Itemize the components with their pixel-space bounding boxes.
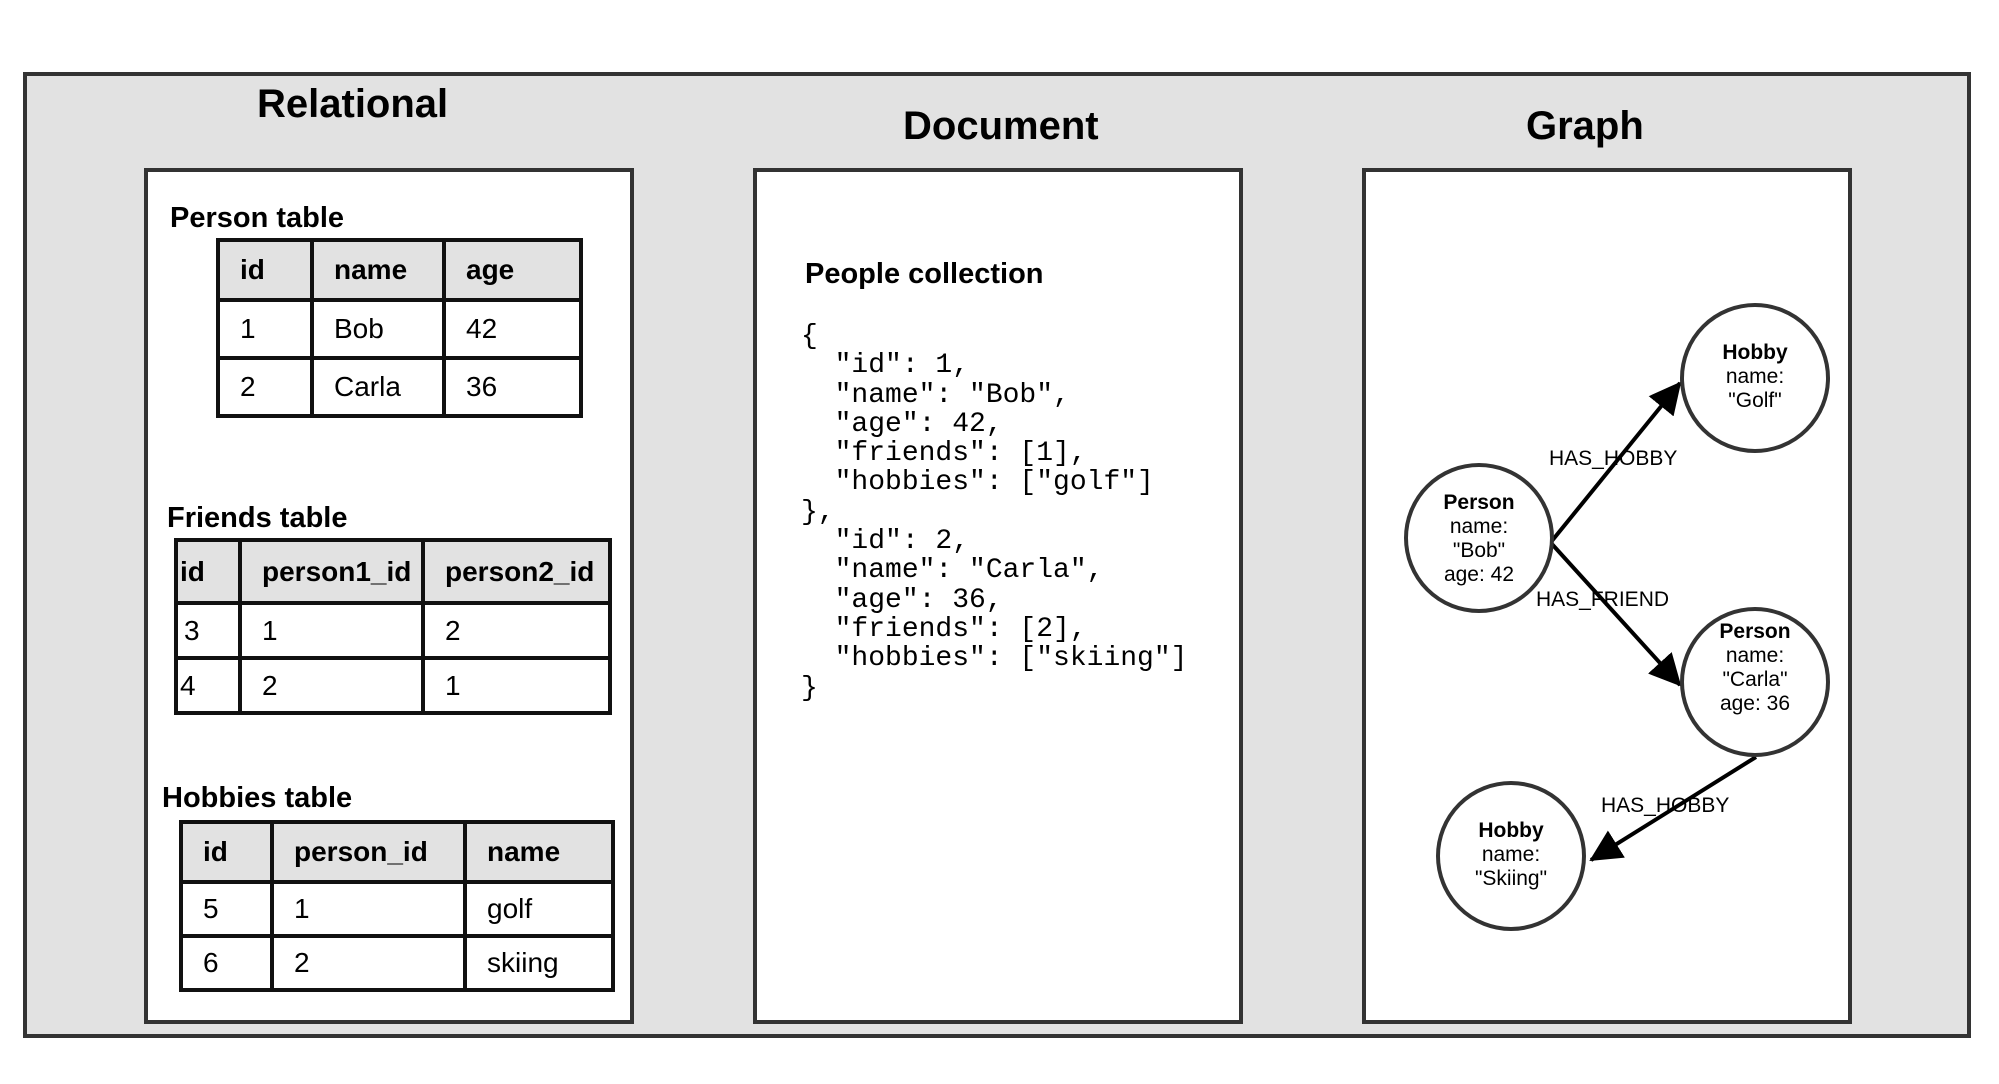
- people-json-document: { "id": 1, "name": "Bob", "age": 42, "fr…: [801, 321, 1188, 704]
- header-cell: person1_id: [238, 538, 425, 605]
- table-cell: 36: [442, 356, 583, 418]
- node-text: name:: [1726, 365, 1784, 388]
- table-cell: golf: [463, 880, 615, 938]
- node-text: name:: [1450, 515, 1508, 538]
- node-text: name:: [1726, 644, 1784, 667]
- table-cell: 2: [238, 656, 425, 715]
- table-header-row: id name age: [216, 238, 583, 302]
- header-cell: id: [174, 538, 242, 605]
- edge-label-has-hobby: HAS_HOBBY: [1601, 794, 1729, 817]
- table-header-row: id person1_id person2_id: [174, 538, 612, 605]
- edge-bob-has-friend-carla: [1549, 541, 1682, 687]
- table-cell: skiing: [463, 934, 615, 992]
- header-cell: id: [179, 820, 274, 884]
- table-cell: 1: [238, 601, 425, 660]
- edge-carla-has-hobby-skiing: [1589, 755, 1758, 862]
- edge-label-has-friend: HAS_FRIEND: [1536, 588, 1669, 611]
- table-cell: 2: [216, 356, 314, 418]
- header-cell: person_id: [270, 820, 467, 884]
- table-cell: 5: [179, 880, 274, 938]
- graph-panel: HAS_HOBBY HAS_FRIEND HAS_HOBBY Person na…: [1362, 168, 1852, 1024]
- node-text: "Golf": [1728, 389, 1781, 412]
- hobbies-table: id person_id name 5 1 golf 6 2 skiing: [179, 820, 615, 992]
- node-text: age: 42: [1444, 563, 1514, 586]
- node-text: name:: [1482, 843, 1540, 866]
- table-row: 6 2 skiing: [179, 934, 615, 992]
- table-cell: 2: [421, 601, 612, 660]
- header-cell: id: [216, 238, 314, 302]
- relational-panel: Person table id name age 1 Bob 42 2 Carl…: [144, 168, 634, 1024]
- relational-heading: Relational: [257, 82, 449, 126]
- header-cell: person2_id: [421, 538, 612, 605]
- node-hobby-golf: [1680, 303, 1830, 453]
- table-cell: 1: [270, 880, 467, 938]
- node-text: "Bob": [1453, 539, 1505, 562]
- table-row: 4 2 1: [174, 656, 612, 715]
- table-cell: 4: [174, 656, 242, 715]
- document-heading: Document: [903, 104, 1099, 148]
- node-text: age: 36: [1720, 692, 1790, 715]
- property-graph: HAS_HOBBY HAS_FRIEND HAS_HOBBY Person na…: [1404, 303, 1830, 931]
- header-cell: name: [310, 238, 446, 302]
- edge-bob-has-hobby-golf: [1549, 381, 1682, 544]
- hobbies-table-label: Hobbies table: [162, 782, 353, 814]
- node-person-carla: [1680, 607, 1830, 757]
- node-person-bob: [1404, 463, 1554, 613]
- person-table: id name age 1 Bob 42 2 Carla 36: [216, 238, 583, 418]
- header-cell: age: [442, 238, 583, 302]
- node-hobby-skiing: [1436, 781, 1586, 931]
- table-cell: 1: [216, 298, 314, 360]
- graph-heading: Graph: [1526, 104, 1644, 148]
- header-cell: name: [463, 820, 615, 884]
- table-cell: 6: [179, 934, 274, 992]
- table-row: 5 1 golf: [179, 880, 615, 938]
- friends-table: id person1_id person2_id 3 1 2 4 2 1: [174, 538, 612, 715]
- table-cell: 2: [270, 934, 467, 992]
- table-row: 3 1 2: [174, 601, 612, 660]
- node-title: Person: [1443, 491, 1514, 514]
- table-row: 2 Carla 36: [216, 356, 583, 418]
- node-text: "Carla": [1722, 668, 1787, 691]
- people-collection-label: People collection: [805, 258, 1044, 290]
- edge-label-has-hobby: HAS_HOBBY: [1549, 447, 1677, 470]
- table-cell: Bob: [310, 298, 446, 360]
- document-panel: People collection { "id": 1, "name": "Bo…: [753, 168, 1243, 1024]
- node-text: "Skiing": [1475, 867, 1547, 890]
- node-title: Hobby: [1722, 341, 1788, 364]
- table-cell: Carla: [310, 356, 446, 418]
- table-cell: 3: [174, 601, 242, 660]
- table-cell: 42: [442, 298, 583, 360]
- table-row: 1 Bob 42: [216, 298, 583, 360]
- person-table-label: Person table: [170, 202, 345, 234]
- node-title: Hobby: [1478, 819, 1544, 842]
- friends-table-label: Friends table: [167, 502, 348, 534]
- node-title: Person: [1719, 620, 1790, 643]
- table-cell: 1: [421, 656, 612, 715]
- table-header-row: id person_id name: [179, 820, 615, 884]
